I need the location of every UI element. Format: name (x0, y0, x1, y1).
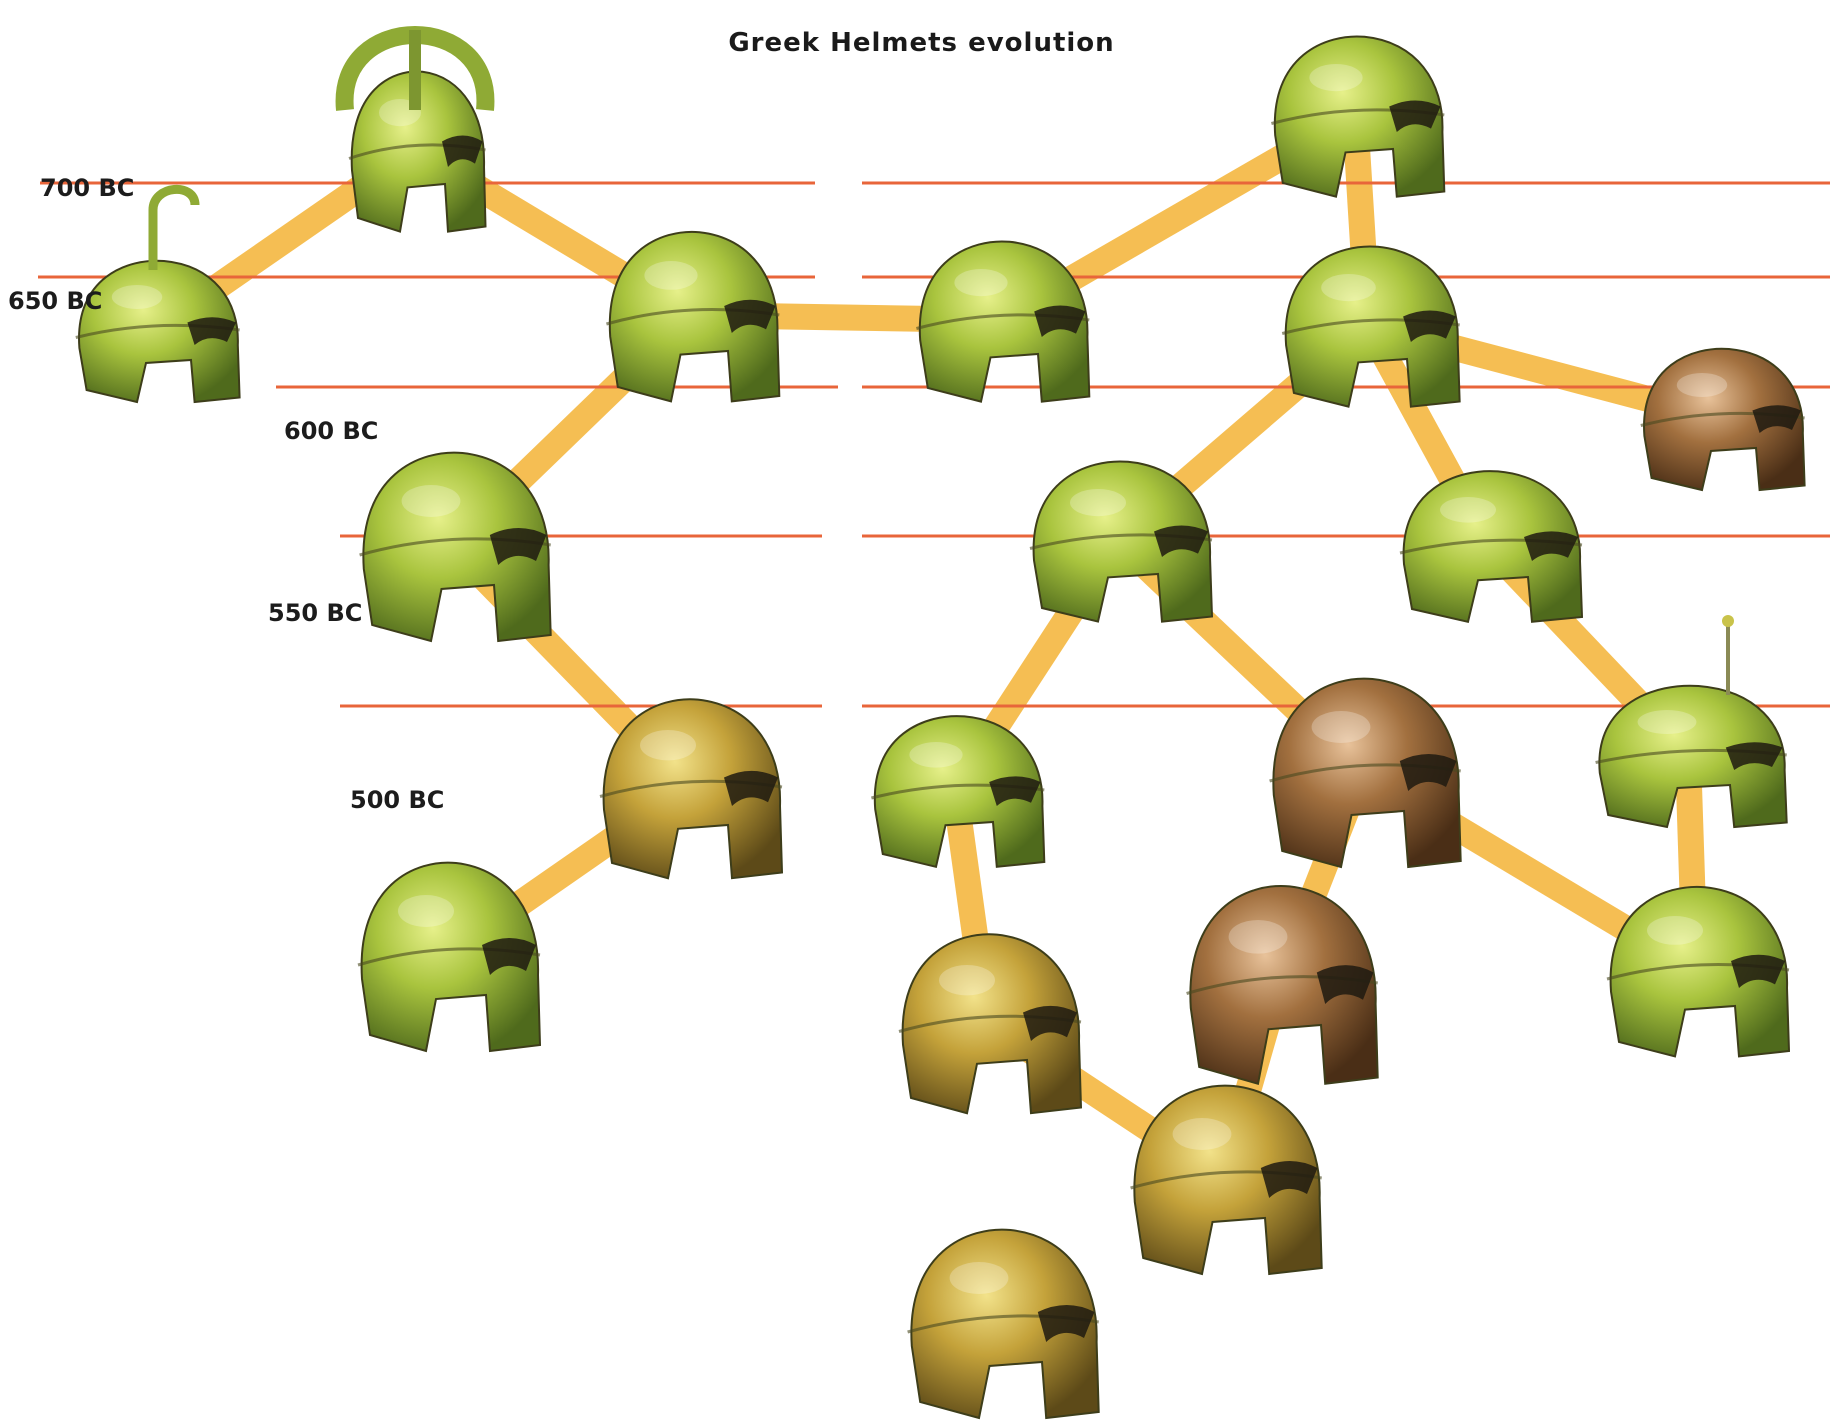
helmets-group (76, 30, 1805, 1418)
era-label-600: 600 BC (284, 417, 378, 445)
diagram-title: Greek Helmets evolution (0, 28, 1843, 58)
era-label-650: 650 BC (8, 287, 102, 315)
era-label-500: 500 BC (350, 786, 444, 814)
helmet-attic-bottom-icon (908, 1230, 1099, 1418)
helmet-illyrian-early-icon (606, 232, 779, 402)
helmet-illyrian-final-icon (358, 863, 540, 1051)
helmet-corinthian-center-icon (1030, 461, 1212, 621)
helmet-illyrian-mid-icon (360, 453, 551, 641)
helmet-corinthian-brown-right-icon (1641, 349, 1805, 490)
helmet-attic-right-icon (1607, 887, 1789, 1057)
helmet-kegelhelm-hook-icon (76, 261, 240, 402)
spike-knob-icon (1722, 615, 1734, 627)
era-label-700: 700 BC (40, 174, 134, 202)
helmet-corinthian-mid-icon (1282, 246, 1459, 406)
helmet-corinthian-late-icon (1270, 679, 1461, 867)
hook-crest-icon (153, 189, 195, 270)
helmet-corinthian-right-icon (1400, 471, 1582, 622)
era-label-550: 550 BC (268, 599, 362, 627)
helmet-chalcidian-late-icon (899, 934, 1081, 1113)
helmet-corinthian-early-icon (916, 241, 1089, 401)
helmet-illyrian-late-icon (600, 699, 782, 878)
helmet-corinthian-classic-icon (1187, 886, 1378, 1084)
helmet-chalcidian-final-icon (1131, 1086, 1322, 1274)
